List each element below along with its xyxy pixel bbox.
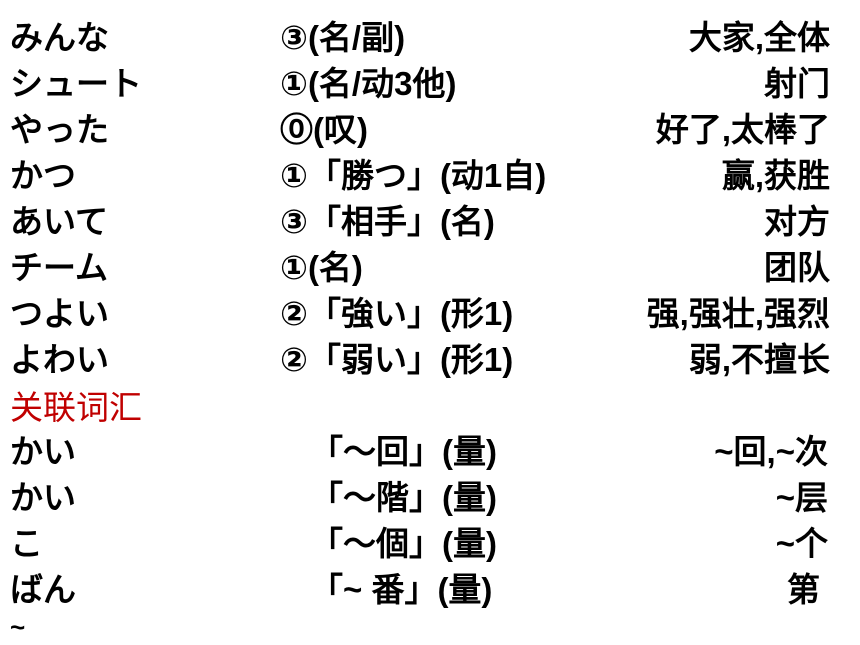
related-row: かい 「～階」(量) ~层	[0, 475, 860, 521]
vocab-meaning: 射门	[764, 65, 830, 102]
vocab-row: チーム ①(名) 团队	[0, 245, 860, 291]
vocab-word: かつ	[10, 157, 76, 194]
vocab-word: つよい	[10, 295, 109, 332]
vocab-word: シュート	[10, 65, 142, 102]
related-grammar: 「～個」(量)	[310, 525, 497, 562]
related-word: かい	[10, 479, 76, 516]
vocab-row: つよい ②「強い」(形1) 强,强壮,强烈	[0, 291, 860, 337]
related-word: かい	[10, 433, 76, 470]
related-row: ばん 「~ 番」(量) 第	[0, 567, 860, 613]
related-meaning: ~回,~次	[714, 433, 828, 470]
trailing-tilde: ~	[10, 612, 26, 642]
vocab-word: よわい	[10, 341, 109, 378]
vocab-meaning: 对方	[764, 203, 830, 240]
vocab-grammar: ③(名/副)	[280, 19, 406, 56]
vocab-row: みんな ③(名/副) 大家,全体	[0, 15, 860, 61]
vocab-grammar: ①「勝つ」(动1自)	[280, 157, 547, 194]
vocab-meaning: 好了,太棒了	[655, 111, 830, 148]
vocab-row: シュート ①(名/动3他) 射门	[0, 61, 860, 107]
vocab-grammar: ②「弱い」(形1)	[280, 341, 514, 378]
vocab-meaning: 强,强壮,强烈	[646, 295, 830, 332]
related-word: こ	[10, 525, 43, 562]
vocab-meaning: 弱,不擅长	[688, 341, 830, 378]
vocab-meaning: 大家,全体	[688, 19, 830, 56]
vocab-word: チーム	[10, 249, 109, 286]
related-word: ばん	[10, 571, 76, 608]
vocab-word: みんな	[10, 19, 109, 56]
related-row: こ 「～個」(量) ~个	[0, 521, 860, 567]
vocab-row: かつ ①「勝つ」(动1自) 赢,获胜	[0, 153, 860, 199]
vocab-meaning: 团队	[764, 249, 830, 286]
related-grammar: 「～回」(量)	[310, 433, 497, 470]
vocab-grammar: ③「相手」(名)	[280, 203, 495, 240]
vocab-row: あいて ③「相手」(名) 对方	[0, 199, 860, 245]
related-grammar: 「~ 番」(量)	[310, 571, 493, 608]
vocab-word: あいて	[10, 203, 109, 240]
vocab-word: やった	[10, 111, 109, 148]
vocab-grammar: ①(名)	[280, 249, 363, 286]
vocab-row: やった ⓪(叹) 好了,太棒了	[0, 107, 860, 153]
vocab-grammar: ⓪(叹)	[280, 111, 368, 148]
related-grammar: 「～階」(量)	[310, 479, 497, 516]
vocab-grammar: ②「強い」(形1)	[280, 295, 514, 332]
related-meaning: ~层	[775, 479, 828, 516]
related-meaning: ~个	[775, 525, 828, 562]
vocab-grammar: ①(名/动3他)	[280, 65, 457, 102]
related-meaning: 第	[787, 571, 820, 608]
vocab-row: よわい ②「弱い」(形1) 弱,不擅长	[0, 337, 860, 383]
related-row: かい 「～回」(量) ~回,~次	[0, 429, 860, 475]
section-heading: 关联词汇	[10, 389, 142, 426]
vocab-meaning: 赢,获胜	[721, 157, 830, 194]
